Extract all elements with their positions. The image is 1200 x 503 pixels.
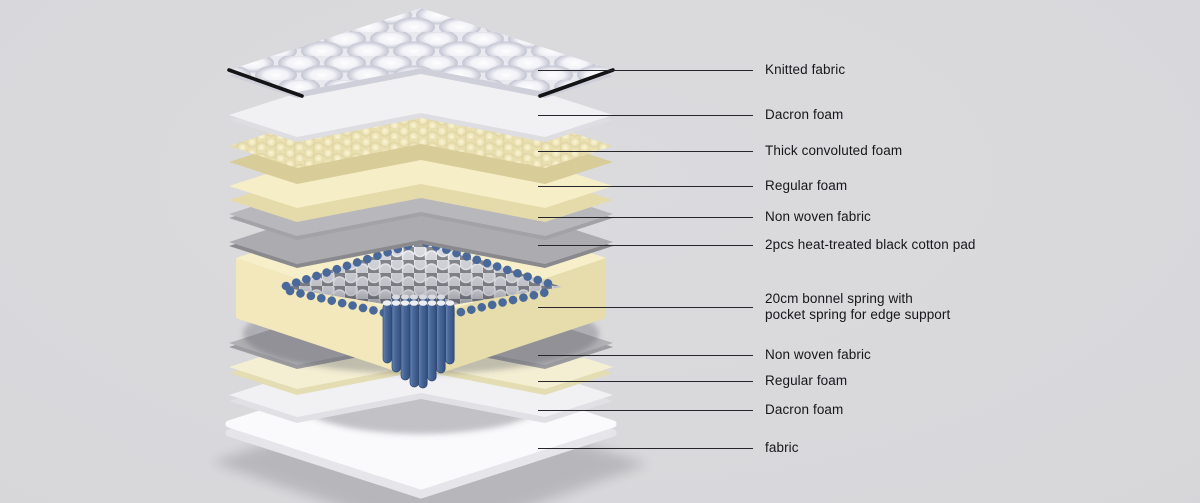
quilt-piping-left	[227, 68, 304, 98]
leader-line	[538, 216, 753, 218]
leader-line	[538, 447, 753, 449]
field-shading	[280, 240, 562, 310]
leader-line	[538, 244, 753, 246]
spring-caps-front	[382, 300, 455, 306]
box-left-face	[236, 258, 398, 372]
label-text: Dacron foam	[765, 401, 844, 417]
label-dacron-foam-top: Dacron foam	[538, 106, 843, 124]
leader-line	[538, 114, 753, 116]
label-text: Regular foam	[765, 372, 848, 388]
layer-knitted-fabric	[227, 8, 615, 98]
label-text: Thick convoluted foam	[765, 142, 903, 158]
leader-line	[538, 380, 753, 382]
leader-line	[538, 185, 753, 187]
label-text: 20cm bonnel spring with pocket spring fo…	[765, 290, 951, 323]
label-non-woven-fabric-top: Non woven fabric	[538, 208, 871, 226]
label-text: Non woven fabric	[765, 346, 871, 362]
leader-line	[538, 69, 753, 71]
label-cotton-pad: 2pcs heat-treated black cotton pad	[538, 236, 976, 254]
label-knitted-fabric: Knitted fabric	[538, 61, 845, 79]
quilt-piping-right	[538, 68, 615, 98]
label-text: 2pcs heat-treated black cotton pad	[765, 236, 976, 252]
leader-line	[538, 150, 753, 152]
label-dacron-foam-bottom: Dacron foam	[538, 401, 843, 419]
spring-caps-back	[392, 294, 445, 300]
label-regular-foam-bottom: Regular foam	[538, 372, 847, 390]
pocket-coils-front	[382, 302, 455, 389]
label-text: Knitted fabric	[765, 61, 846, 77]
leader-line	[538, 306, 753, 308]
label-non-woven-fabric-bottom: Non woven fabric	[538, 346, 871, 364]
label-text: Non woven fabric	[765, 208, 871, 224]
label-text: fabric	[765, 439, 799, 455]
label-bonnel-spring: 20cm bonnel spring with pocket spring fo…	[538, 290, 950, 324]
label-text: Dacron foam	[765, 106, 844, 122]
box-right-face	[444, 258, 606, 372]
label-thick-convoluted-foam: Thick convoluted foam	[538, 142, 902, 160]
label-regular-foam-top: Regular foam	[538, 177, 847, 195]
leader-line	[538, 354, 753, 356]
leader-line	[538, 409, 753, 411]
label-fabric-bottom: fabric	[538, 439, 799, 457]
label-text: Regular foam	[765, 177, 848, 193]
